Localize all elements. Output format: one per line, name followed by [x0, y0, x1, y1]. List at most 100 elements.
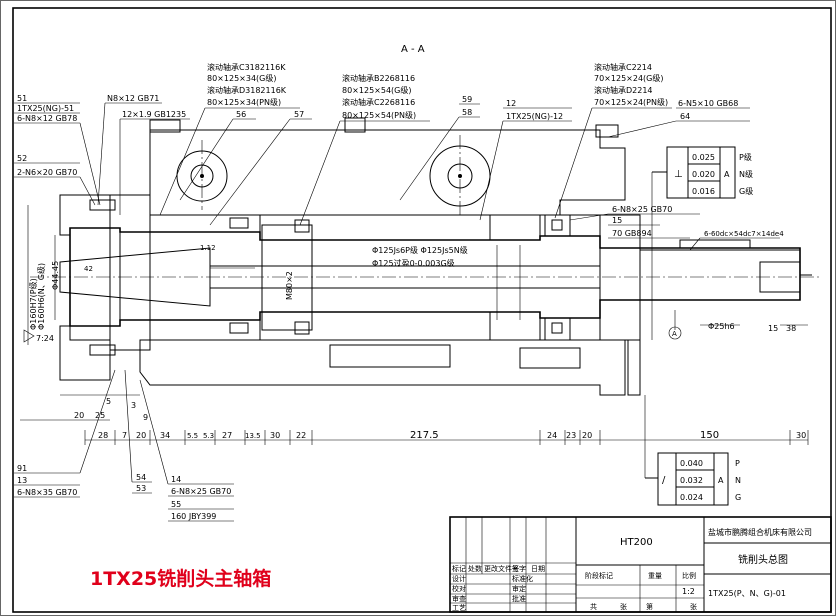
svg-text:28: 28 — [98, 431, 108, 440]
svg-text:27: 27 — [222, 431, 232, 440]
svg-text:30: 30 — [796, 431, 806, 440]
svg-text:滚动轴承D3182116K: 滚动轴承D3182116K — [207, 85, 287, 95]
svg-text:25: 25 — [95, 411, 105, 420]
svg-text:6-60dc×54dc7×14de4: 6-60dc×54dc7×14de4 — [704, 230, 784, 238]
svg-text:5: 5 — [106, 397, 111, 406]
svg-text:6-N5×10 GB68: 6-N5×10 GB68 — [678, 99, 738, 108]
svg-text:12: 12 — [506, 99, 516, 108]
leader-lines — [14, 102, 780, 522]
svg-text:Φ44.45: Φ44.45 — [51, 261, 60, 290]
svg-text:比例: 比例 — [682, 571, 696, 580]
svg-text:1.12: 1.12 — [200, 244, 216, 252]
svg-text:91: 91 — [17, 464, 27, 473]
svg-text:54: 54 — [136, 473, 146, 482]
svg-text:42: 42 — [84, 265, 93, 273]
dimension-lines — [20, 205, 809, 445]
svg-text:1TX25(NG)-51: 1TX25(NG)-51 — [17, 104, 74, 113]
svg-text:审定: 审定 — [512, 584, 526, 593]
svg-text:/: / — [662, 475, 666, 486]
svg-text:Φ125Js6P级 Φ125Js5N级: Φ125Js6P级 Φ125Js5N级 — [372, 245, 468, 255]
svg-text:22: 22 — [296, 431, 306, 440]
svg-text:38: 38 — [786, 324, 796, 333]
tolerance-frame-top: ⊥ 0.025 0.020 0.016 A P级 N级 G级 — [651, 146, 753, 340]
housing — [109, 117, 641, 396]
svg-text:G: G — [735, 493, 741, 502]
svg-text:0.025: 0.025 — [692, 153, 715, 162]
svg-text:更改文件号: 更改文件号 — [484, 564, 519, 573]
svg-text:1TX25(NG)-12: 1TX25(NG)-12 — [506, 112, 563, 121]
svg-text:70×125×24(G级): 70×125×24(G级) — [594, 73, 663, 83]
part-callouts: 51 1TX25(NG)-51 6-N8×12 GB78 N8×12 GB71 … — [17, 94, 784, 521]
section-label: A - A — [401, 44, 425, 55]
svg-text:Φ160H7(P级): Φ160H7(P级) — [28, 278, 38, 330]
svg-text:15: 15 — [768, 324, 778, 333]
company: 盐城市鹏腾组合机床有限公司 — [708, 527, 812, 537]
tolerance-frame-bottom: / 0.040 0.032 0.024 A P N G — [644, 395, 741, 506]
drawing-name: 铣削头总图 — [738, 553, 788, 566]
svg-text:24: 24 — [547, 431, 557, 440]
svg-text:7: 7 — [122, 431, 127, 440]
svg-text:滚动轴承C2268116: 滚动轴承C2268116 — [342, 97, 415, 107]
svg-text:标准化: 标准化 — [512, 574, 533, 583]
svg-text:80×125×34(PN级): 80×125×34(PN级) — [207, 97, 281, 107]
svg-text:0.016: 0.016 — [692, 187, 715, 196]
svg-text:57: 57 — [294, 110, 304, 119]
svg-text:58: 58 — [462, 108, 472, 117]
inner-frame — [12, 7, 832, 613]
svg-text:9: 9 — [143, 413, 148, 422]
svg-text:5.5: 5.5 — [187, 432, 198, 440]
svg-text:日期: 日期 — [531, 565, 545, 573]
svg-text:审查: 审查 — [452, 594, 466, 603]
svg-text:80×125×54(G级): 80×125×54(G级) — [342, 85, 411, 95]
svg-text:A: A — [672, 330, 677, 338]
svg-text:0.024: 0.024 — [680, 493, 703, 502]
svg-text:张: 张 — [690, 602, 697, 611]
svg-text:160 JBY399: 160 JBY399 — [171, 512, 216, 521]
svg-text:6-N8×12 GB78: 6-N8×12 GB78 — [17, 114, 77, 123]
bearing-middle-labels: 滚动轴承B2268116 80×125×54(G级) 滚动轴承C2268116 … — [342, 73, 416, 120]
svg-text:59: 59 — [462, 95, 472, 104]
svg-text:阶段标记: 阶段标记 — [585, 571, 613, 580]
bearing-left-labels: 滚动轴承C3182116K 80×125×34(G级) 滚动轴承D3182116… — [207, 62, 287, 107]
svg-text:校对: 校对 — [452, 584, 466, 593]
svg-text:53: 53 — [136, 484, 146, 493]
svg-text:M80×2: M80×2 — [285, 271, 294, 300]
svg-text:5.3: 5.3 — [203, 432, 214, 440]
svg-text:20: 20 — [582, 431, 592, 440]
svg-text:20: 20 — [74, 411, 84, 420]
svg-text:55: 55 — [171, 500, 181, 509]
svg-text:设计: 设计 — [452, 574, 466, 583]
title-block: 标记 处数 更改文件号 签字 日期 设计 校对 审查 工艺 标准化 审定 批准 … — [449, 516, 832, 613]
svg-text:7:24: 7:24 — [36, 334, 54, 343]
svg-text:G级: G级 — [739, 186, 753, 196]
svg-text:P: P — [735, 459, 740, 468]
svg-text:重量: 重量 — [648, 572, 662, 580]
svg-text:0.032: 0.032 — [680, 476, 703, 485]
svg-text:Φ25h6: Φ25h6 — [708, 322, 735, 331]
svg-text:工艺: 工艺 — [452, 604, 466, 612]
svg-text:6-N8×35 GB70: 6-N8×35 GB70 — [17, 488, 77, 497]
svg-text:2-N6×20 GB70: 2-N6×20 GB70 — [17, 168, 77, 177]
svg-text:80×125×34(G级): 80×125×34(G级) — [207, 73, 276, 83]
svg-text:15: 15 — [612, 216, 622, 225]
svg-text:12×1.9 GB1235: 12×1.9 GB1235 — [122, 110, 186, 119]
svg-text:滚动轴承C3182116K: 滚动轴承C3182116K — [207, 62, 286, 72]
svg-text:52: 52 — [17, 154, 27, 163]
svg-text:N级: N级 — [739, 169, 753, 179]
svg-text:64: 64 — [680, 112, 690, 121]
spindle — [59, 194, 812, 381]
svg-text:51: 51 — [17, 94, 27, 103]
svg-text:Φ125过盈0-0.003G级: Φ125过盈0-0.003G级 — [372, 258, 455, 268]
svg-text:签字: 签字 — [512, 564, 526, 573]
svg-text:13: 13 — [17, 476, 27, 485]
svg-text:滚动轴承B2268116: 滚动轴承B2268116 — [342, 73, 415, 83]
svg-text:150: 150 — [700, 430, 719, 441]
svg-text:3: 3 — [131, 401, 136, 410]
svg-text:标记: 标记 — [452, 564, 466, 573]
svg-text:滚动轴承C2214: 滚动轴承C2214 — [594, 62, 652, 72]
svg-text:6-N8×25 GB70: 6-N8×25 GB70 — [612, 205, 672, 214]
dimension-texts: Φ160H7(P级) Φ160H6(N、G级) Φ44.45 7:24 M80×… — [28, 244, 806, 441]
svg-text:张: 张 — [620, 602, 627, 611]
svg-text:A: A — [718, 476, 724, 485]
